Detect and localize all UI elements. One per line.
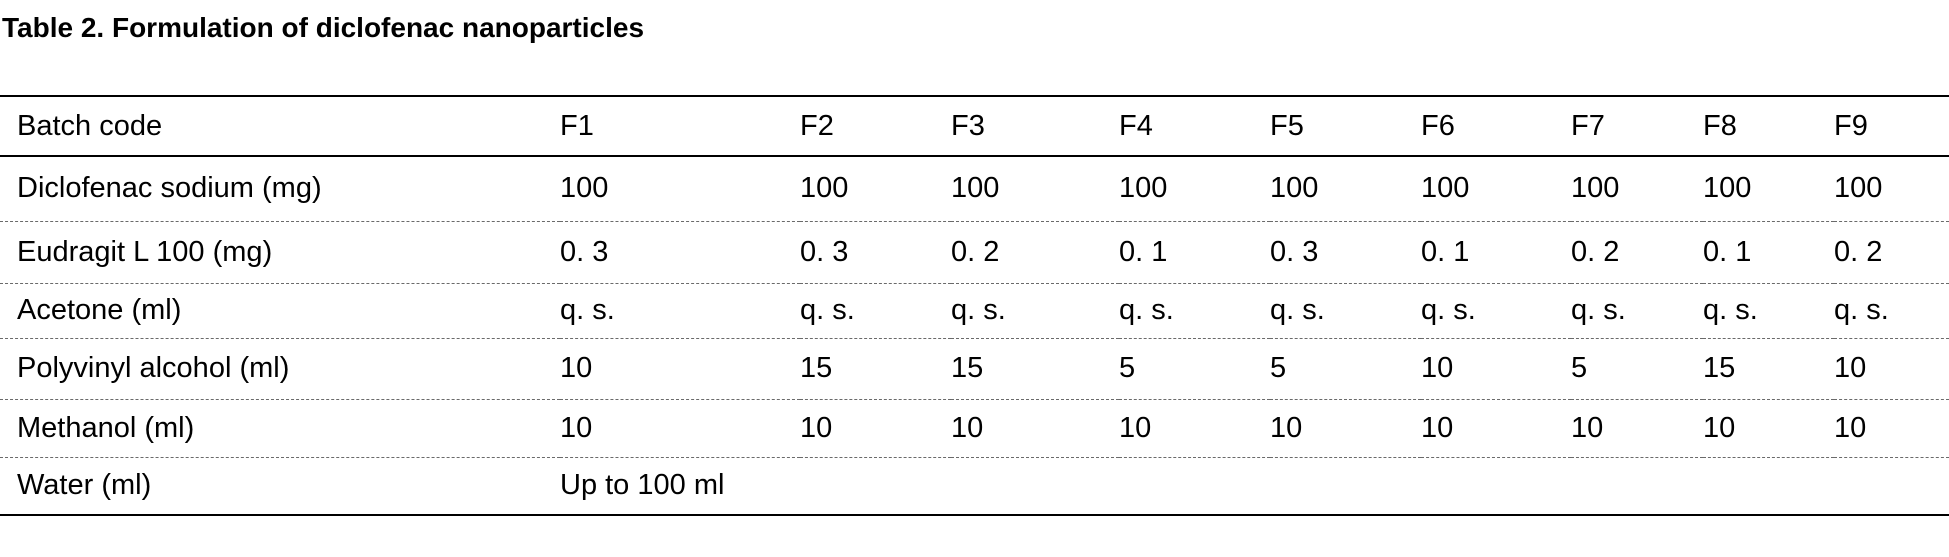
row-label: Polyvinyl alcohol (ml) <box>17 352 290 384</box>
column-header-f4: F4 <box>1119 109 1153 142</box>
table-cell: 100 <box>951 172 1000 205</box>
table-row: Water (ml) Up to 100 ml <box>0 457 1949 515</box>
table-cell: 10 <box>560 411 593 444</box>
table-cell: q. s. <box>951 294 1006 326</box>
table-cell: 0. 3 <box>800 235 849 268</box>
column-header-f2: F2 <box>800 109 834 142</box>
table-cell: 10 <box>1421 352 1454 384</box>
table-cell: q. s. <box>1703 294 1758 326</box>
column-header-f7: F7 <box>1571 109 1605 142</box>
column-header-f5: F5 <box>1270 109 1304 142</box>
table-cell: 0. 2 <box>1834 235 1883 268</box>
table-cell: q. s. <box>1119 294 1174 326</box>
table-cell: q. s. <box>800 294 855 326</box>
table-row: Methanol (ml) 10 10 10 10 10 10 10 10 10 <box>0 399 1949 457</box>
column-header-f9: F9 <box>1834 109 1868 142</box>
table-cell: 15 <box>951 352 984 384</box>
table-cell: 15 <box>1703 352 1736 384</box>
row-label: Water (ml) <box>17 469 152 502</box>
column-header-f8: F8 <box>1703 109 1737 142</box>
header-row: Batch code F1 F2 F3 F4 F5 F6 F7 F8 F9 <box>0 96 1949 156</box>
table-cell: 0. 1 <box>1119 235 1168 268</box>
row-label: Methanol (ml) <box>17 411 195 444</box>
table-cell: 100 <box>1421 172 1470 205</box>
table-cell: 10 <box>951 411 984 444</box>
table-cell: 100 <box>1119 172 1168 205</box>
table-cell: 10 <box>1834 411 1867 444</box>
table-row: Polyvinyl alcohol (ml) 10 15 15 5 5 10 5… <box>0 338 1949 399</box>
table-cell: 5 <box>1270 352 1287 384</box>
table-cell: 10 <box>1270 411 1303 444</box>
table-cell: 0. 2 <box>1571 235 1620 268</box>
table-cell: 100 <box>800 172 849 205</box>
table-cell: q. s. <box>1421 294 1476 326</box>
table-cell: 10 <box>1571 411 1604 444</box>
column-header-f6: F6 <box>1421 109 1455 142</box>
table-cell: 100 <box>1834 172 1883 205</box>
table-caption: Table 2. Formulation of diclofenac nanop… <box>2 12 645 43</box>
table-cell: 0. 1 <box>1703 235 1752 268</box>
table-cell: 10 <box>560 352 593 384</box>
table-cell: q. s. <box>560 294 615 326</box>
column-header-f1: F1 <box>560 109 594 142</box>
table-cell: 10 <box>1421 411 1454 444</box>
table-cell: 10 <box>1834 352 1867 384</box>
table-row: Diclofenac sodium (mg) 100 100 100 100 1… <box>0 156 1949 221</box>
table-cell: q. s. <box>1834 294 1889 326</box>
table-cell: 100 <box>1703 172 1752 205</box>
table-cell: 0. 3 <box>560 235 609 268</box>
table-cell: 10 <box>1119 411 1152 444</box>
column-header-batch-code: Batch code <box>17 109 163 142</box>
table-cell: q. s. <box>1571 294 1626 326</box>
table-cell: 10 <box>800 411 833 444</box>
table-cell: 100 <box>1571 172 1620 205</box>
column-header-f3: F3 <box>951 109 985 142</box>
table-cell: 10 <box>1703 411 1736 444</box>
table-cell: 15 <box>800 352 833 384</box>
table-cell: 5 <box>1571 352 1588 384</box>
table-cell: 5 <box>1119 352 1136 384</box>
table-row: Acetone (ml) q. s. q. s. q. s. q. s. q. … <box>0 283 1949 338</box>
table-cell: 100 <box>560 172 609 205</box>
table-cell: 0. 2 <box>951 235 1000 268</box>
row-label: Acetone (ml) <box>17 294 182 326</box>
row-label: Diclofenac sodium (mg) <box>17 172 322 205</box>
formulation-table: Batch code F1 F2 F3 F4 F5 F6 F7 F8 F9 Di… <box>0 95 1949 516</box>
table-row: Eudragit L 100 (mg) 0. 3 0. 3 0. 2 0. 1 … <box>0 221 1949 283</box>
table-cell: 0. 1 <box>1421 235 1470 268</box>
row-label: Eudragit L 100 (mg) <box>17 235 273 268</box>
table-cell: 100 <box>1270 172 1319 205</box>
table-cell: q. s. <box>1270 294 1325 326</box>
table-cell-merged: Up to 100 ml <box>560 469 725 502</box>
table-cell: 0. 3 <box>1270 235 1319 268</box>
